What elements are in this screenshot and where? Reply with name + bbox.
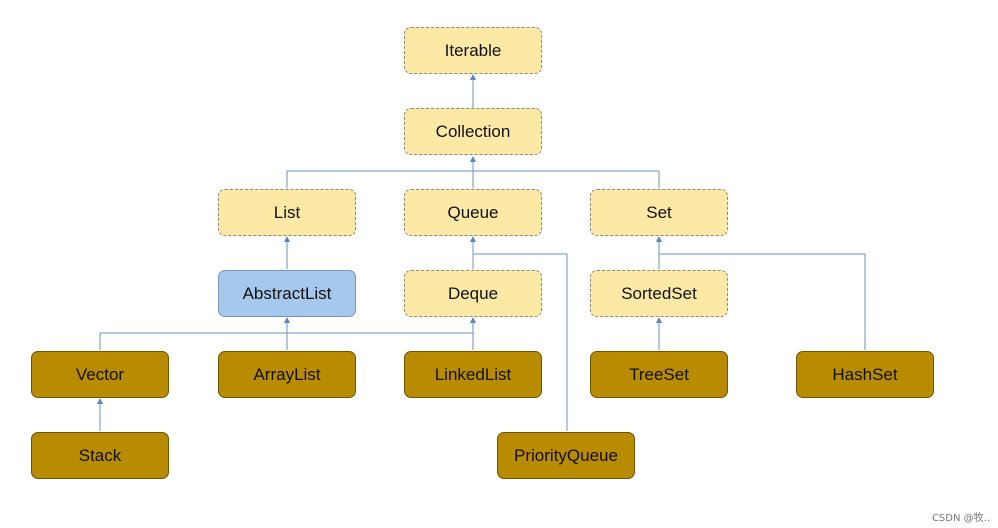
node-array-list: ArrayList: [218, 351, 356, 398]
node-list: List: [218, 189, 356, 236]
node-tree-set: TreeSet: [590, 351, 728, 398]
arrow-iterable: [470, 74, 476, 80]
arrow-collection: [470, 156, 476, 162]
arrow-set: [656, 236, 662, 242]
node-queue: Queue: [404, 189, 542, 236]
watermark: CSDN @牧..: [931, 513, 990, 524]
node-sorted-set: SortedSet: [590, 270, 728, 317]
node-priority-queue: PriorityQueue: [497, 432, 635, 479]
node-set: Set: [590, 189, 728, 236]
node-iterable: Iterable: [404, 27, 542, 74]
node-abstract-list: AbstractList: [218, 270, 356, 317]
node-linked-list: LinkedList: [404, 351, 542, 398]
node-stack: Stack: [31, 432, 169, 479]
node-hash-set: HashSet: [796, 351, 934, 398]
node-vector: Vector: [31, 351, 169, 398]
arrow-abstractlist: [284, 317, 290, 323]
arrow-queue: [470, 236, 476, 242]
arrow-sortedset: [656, 317, 662, 323]
arrow-deque: [470, 317, 476, 323]
arrow-list: [284, 236, 290, 242]
node-collection: Collection: [404, 108, 542, 155]
node-deque: Deque: [404, 270, 542, 317]
arrow-vector: [97, 398, 103, 404]
